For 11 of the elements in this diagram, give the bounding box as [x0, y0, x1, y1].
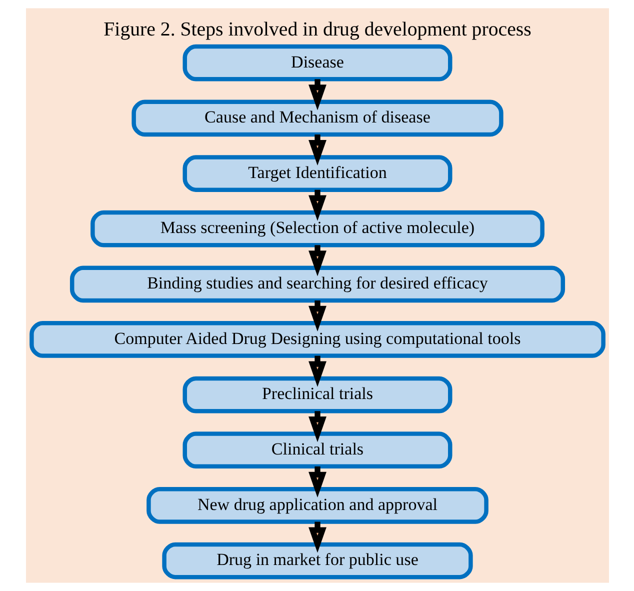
- node-box: Computer Aided Drug Designing using computational tools: [29, 321, 605, 358]
- node-box: Clinical trials: [182, 432, 452, 469]
- node-box: Mass screening (Selection of active molecule): [90, 210, 544, 248]
- node-box: Drug in market for public use: [162, 542, 472, 580]
- node-box: Binding studies and searching for desired efficacy: [69, 266, 565, 303]
- node-box: Target Identification: [182, 155, 452, 192]
- node-box: Disease: [182, 44, 452, 82]
- node-box: Preclinical trials: [182, 376, 452, 414]
- diagram-title: Figure 2. Steps involved in drug development process: [103, 18, 531, 40]
- node-box: Cause and Mechanism of disease: [131, 100, 503, 137]
- node-box: New drug application and approval: [146, 487, 488, 524]
